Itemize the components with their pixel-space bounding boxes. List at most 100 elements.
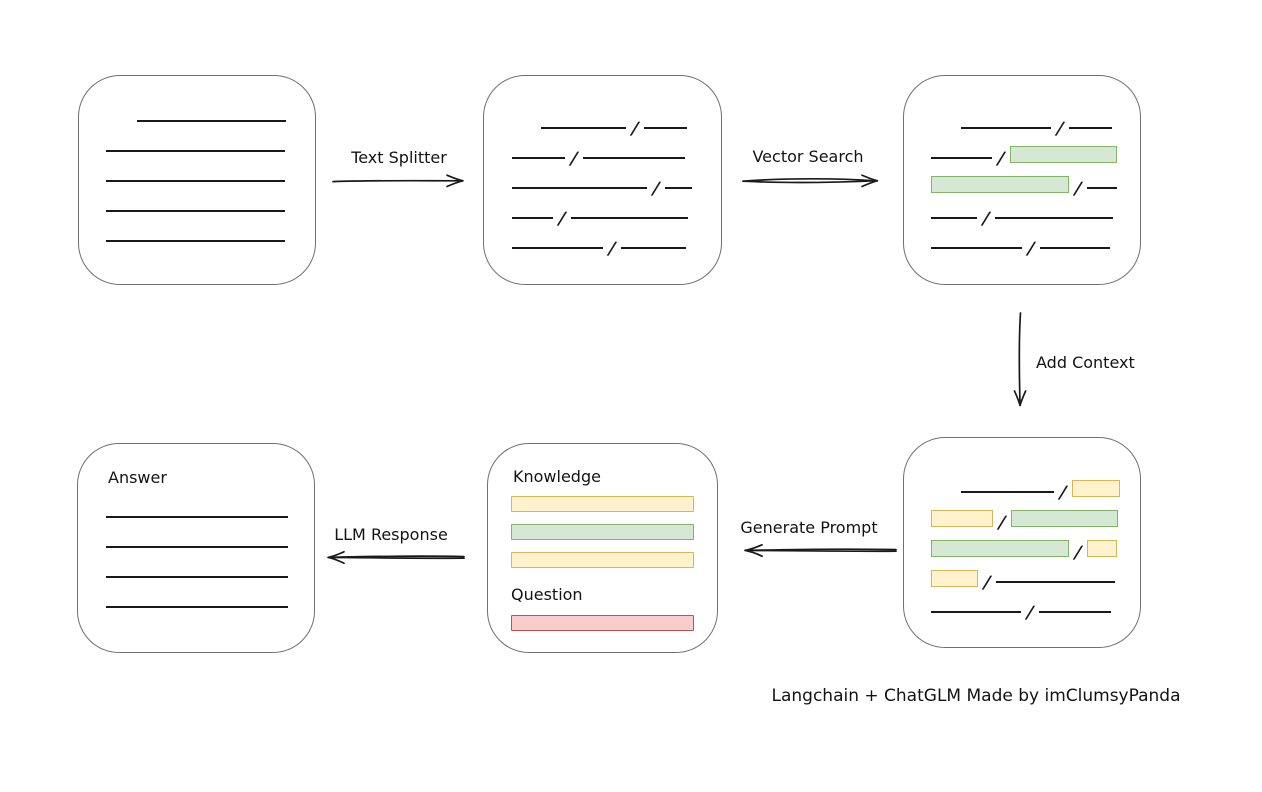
slash-separator: / (1055, 119, 1065, 139)
add-context-label: Add Context (1036, 353, 1135, 372)
text-line (665, 187, 693, 189)
text-line (644, 127, 688, 129)
context-lines: / / / / / (904, 438, 1140, 623)
green-highlight (931, 176, 1069, 193)
slash-separator: / (1073, 543, 1083, 563)
slash-separator: / (1073, 179, 1083, 199)
text-line (1039, 611, 1112, 613)
text-row: / (931, 129, 1140, 169)
text-line (106, 210, 285, 212)
text-splitter-arrow (332, 174, 464, 188)
text-line (106, 606, 288, 608)
text-splitter-label: Text Splitter (351, 148, 447, 167)
yellow-bar (511, 496, 694, 512)
text-line (512, 217, 553, 219)
slash-separator: / (1025, 603, 1035, 623)
text-row (106, 152, 315, 182)
yellow-highlight (1087, 540, 1118, 557)
slash-separator: / (982, 573, 992, 593)
yellow-bar (511, 552, 694, 568)
text-row: / (931, 493, 1140, 533)
answer-box: Answer (77, 443, 315, 653)
knowledge-label: Knowledge (513, 467, 601, 486)
text-row: / (961, 463, 1140, 503)
text-row (106, 548, 314, 578)
text-line (931, 157, 992, 159)
document-lines (79, 76, 315, 242)
green-highlight (931, 540, 1069, 557)
text-line (106, 180, 285, 182)
text-line (931, 611, 1021, 613)
text-row: / (512, 189, 721, 229)
text-line (996, 581, 1116, 583)
text-line (512, 187, 647, 189)
text-line (512, 247, 603, 249)
chunk-lines: / / / / / (484, 76, 721, 259)
slash-separator: / (607, 239, 617, 259)
text-row: / (961, 99, 1140, 139)
text-line (106, 240, 285, 242)
text-line (1040, 247, 1111, 249)
text-row: / (931, 159, 1140, 199)
text-line (995, 217, 1114, 219)
text-row: / (931, 523, 1140, 563)
llm-response-label: LLM Response (334, 525, 448, 544)
text-row: / (512, 219, 721, 259)
text-row (106, 488, 314, 518)
generate-prompt-label: Generate Prompt (740, 518, 878, 537)
prompt-box: Knowledge Question (487, 443, 718, 653)
slash-separator: / (630, 119, 640, 139)
text-line (541, 127, 626, 129)
answer-label: Answer (108, 468, 167, 487)
text-row: / (931, 219, 1140, 259)
text-line (512, 157, 565, 159)
text-line (106, 516, 288, 518)
slash-separator: / (981, 209, 991, 229)
text-line (137, 120, 286, 122)
answer-lines (78, 444, 314, 608)
context-box: / / / / / (903, 437, 1141, 648)
question-bars (511, 615, 694, 643)
text-row: / (931, 583, 1140, 623)
text-line (931, 247, 1022, 249)
question-label: Question (511, 585, 583, 604)
vector-search-result-box: ///// (903, 75, 1141, 285)
generate-prompt-arrow (744, 543, 897, 558)
slash-separator: / (557, 209, 567, 229)
vector-search-label: Vector Search (752, 147, 864, 166)
chunks-box: / / / / / (483, 75, 722, 285)
yellow-highlight (1072, 480, 1121, 497)
text-line (583, 157, 686, 159)
text-row (106, 212, 315, 242)
document-box (78, 75, 316, 285)
green-highlight (1011, 510, 1119, 527)
text-row: / (512, 159, 721, 199)
text-line (571, 217, 689, 219)
slash-separator: / (997, 513, 1007, 533)
yellow-highlight (931, 570, 978, 587)
red-bar (511, 615, 694, 631)
slash-separator: / (651, 179, 661, 199)
text-row: / (512, 129, 721, 169)
knowledge-bars (511, 496, 694, 580)
green-highlight (1010, 146, 1118, 163)
slash-separator: / (1058, 483, 1068, 503)
text-line (1087, 187, 1118, 189)
text-line (931, 217, 977, 219)
text-row (106, 182, 315, 212)
text-row: / (931, 553, 1140, 593)
text-line (961, 127, 1051, 129)
text-line (106, 576, 288, 578)
yellow-highlight (931, 510, 993, 527)
green-bar (511, 524, 694, 540)
slash-separator: / (1026, 239, 1036, 259)
text-row: / (931, 189, 1140, 229)
text-row (106, 122, 315, 152)
text-row (106, 518, 314, 548)
llm-response-arrow (327, 550, 465, 565)
text-line (106, 150, 285, 152)
vector-search-arrow (742, 174, 879, 188)
add-context-arrow (1013, 312, 1027, 407)
slash-separator: / (569, 149, 579, 169)
